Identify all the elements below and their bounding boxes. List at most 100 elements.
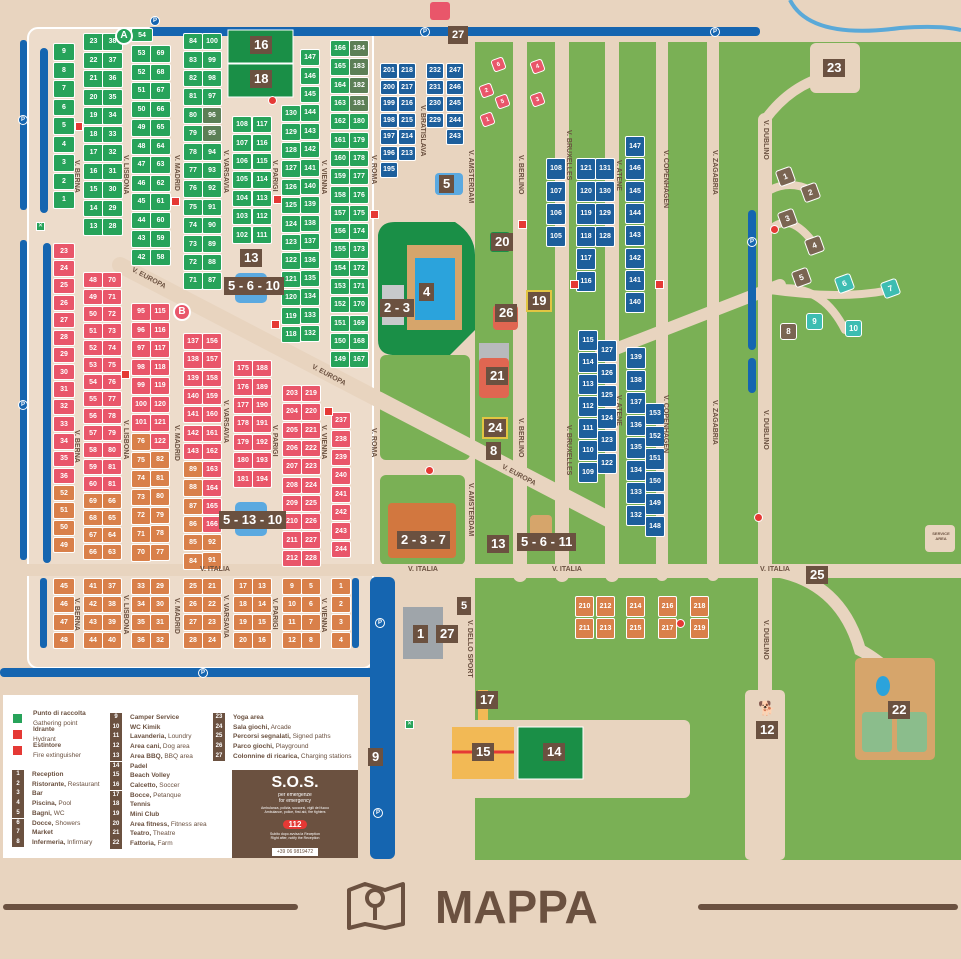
pitch-97[interactable]: 97 bbox=[131, 340, 151, 358]
pitch-163[interactable]: 163 bbox=[330, 94, 350, 113]
pitch-136[interactable]: 136 bbox=[626, 414, 646, 436]
pitch-172[interactable]: 172 bbox=[349, 259, 369, 277]
pitch-35[interactable]: 35 bbox=[131, 614, 151, 631]
pitch-53[interactable]: 53 bbox=[83, 357, 103, 373]
pitch-61[interactable]: 61 bbox=[150, 193, 171, 211]
pitch-7[interactable]: 7 bbox=[53, 80, 75, 98]
pitch-55[interactable]: 55 bbox=[83, 391, 103, 407]
pitch-179[interactable]: 179 bbox=[233, 433, 253, 451]
facility-theatre[interactable]: 21 bbox=[486, 367, 509, 385]
pitch-226[interactable]: 226 bbox=[301, 513, 321, 531]
pitch-133[interactable]: 133 bbox=[626, 482, 646, 504]
pitch-22[interactable]: 22 bbox=[202, 596, 222, 613]
pitch-9[interactable]: 9 bbox=[282, 578, 302, 595]
pitch-34[interactable]: 34 bbox=[53, 433, 75, 450]
pitch-218[interactable]: 218 bbox=[398, 63, 416, 79]
pitch-5[interactable]: 5 bbox=[301, 578, 321, 595]
pitch-85[interactable]: 85 bbox=[183, 534, 203, 552]
pitch-126[interactable]: 126 bbox=[597, 362, 617, 384]
facility-bbq[interactable]: 13 bbox=[240, 249, 263, 267]
pitch-124[interactable]: 124 bbox=[281, 215, 301, 233]
pitch-160[interactable]: 160 bbox=[202, 406, 222, 424]
pitch-147[interactable]: 147 bbox=[625, 136, 645, 158]
pitch-33[interactable]: 33 bbox=[102, 125, 123, 143]
pitch-221[interactable]: 221 bbox=[301, 421, 321, 439]
pitch-102[interactable]: 102 bbox=[232, 226, 252, 244]
pitch-116[interactable]: 116 bbox=[252, 134, 272, 152]
pitch-89[interactable]: 89 bbox=[183, 461, 203, 479]
pitch-75[interactable]: 75 bbox=[183, 198, 203, 216]
pitch-137[interactable]: 137 bbox=[626, 392, 646, 414]
pitch-17[interactable]: 17 bbox=[233, 578, 253, 595]
pitch-34[interactable]: 34 bbox=[102, 107, 123, 125]
facility-signed-paths[interactable]: 25 bbox=[806, 566, 829, 584]
pitch-176[interactable]: 176 bbox=[349, 186, 369, 204]
pitch-30[interactable]: 30 bbox=[102, 181, 123, 199]
pitch-144[interactable]: 144 bbox=[625, 202, 645, 225]
pitch-20[interactable]: 20 bbox=[233, 632, 253, 649]
pitch-113[interactable]: 113 bbox=[578, 374, 598, 395]
pitch-8[interactable]: 8 bbox=[53, 61, 75, 79]
pitch-2[interactable]: 2 bbox=[331, 596, 351, 613]
pitch-90[interactable]: 90 bbox=[202, 217, 222, 235]
pitch-47[interactable]: 47 bbox=[131, 156, 152, 174]
pitch-82[interactable]: 82 bbox=[150, 451, 170, 469]
pitch-2[interactable]: 2 bbox=[53, 172, 75, 190]
pitch-125[interactable]: 125 bbox=[597, 385, 617, 407]
facility-soccer[interactable]: 16 bbox=[250, 36, 273, 54]
pitch-198[interactable]: 198 bbox=[380, 112, 398, 128]
pitch-51[interactable]: 51 bbox=[131, 82, 152, 100]
pitch-88[interactable]: 88 bbox=[183, 479, 203, 497]
pitch-137[interactable]: 137 bbox=[300, 233, 320, 251]
bungalow[interactable]: 9 bbox=[806, 313, 823, 330]
pitch-1[interactable]: 1 bbox=[331, 578, 351, 595]
pitch-48[interactable]: 48 bbox=[131, 137, 152, 155]
pitch-52[interactable]: 52 bbox=[131, 63, 152, 81]
pitch-32[interactable]: 32 bbox=[102, 144, 123, 162]
pitch-143[interactable]: 143 bbox=[300, 122, 320, 140]
pitch-140[interactable]: 140 bbox=[300, 177, 320, 196]
pitch-64[interactable]: 64 bbox=[102, 527, 122, 543]
facility-wc[interactable]: 5 bbox=[439, 175, 455, 193]
pitch-130[interactable]: 130 bbox=[281, 105, 301, 123]
pitch-99[interactable]: 99 bbox=[131, 377, 151, 395]
pitch-81[interactable]: 81 bbox=[183, 88, 203, 106]
pitch-72[interactable]: 72 bbox=[102, 306, 122, 322]
pitch-230[interactable]: 230 bbox=[426, 96, 444, 112]
pitch-213[interactable]: 213 bbox=[596, 618, 615, 639]
pitch-129[interactable]: 129 bbox=[281, 123, 301, 141]
pitch-215[interactable]: 215 bbox=[398, 112, 416, 128]
pitch-81[interactable]: 81 bbox=[150, 469, 170, 487]
pitch-151[interactable]: 151 bbox=[645, 448, 665, 470]
pitch-113[interactable]: 113 bbox=[252, 189, 272, 207]
pitch-117[interactable]: 117 bbox=[576, 248, 596, 270]
pitch-118[interactable]: 118 bbox=[281, 325, 301, 344]
facility-camper-service[interactable]: 9 bbox=[368, 748, 384, 766]
pitch-80[interactable]: 80 bbox=[150, 488, 170, 506]
pitch-127[interactable]: 127 bbox=[597, 340, 617, 362]
pitch-27[interactable]: 27 bbox=[183, 614, 203, 631]
pitch-182[interactable]: 182 bbox=[349, 76, 369, 94]
pitch-91[interactable]: 91 bbox=[202, 552, 222, 570]
pitch-243[interactable]: 243 bbox=[331, 522, 351, 540]
pitch-240[interactable]: 240 bbox=[331, 467, 351, 485]
pitch-238[interactable]: 238 bbox=[331, 430, 351, 448]
pitch-176[interactable]: 176 bbox=[233, 378, 253, 396]
pitch-149[interactable]: 149 bbox=[645, 493, 665, 515]
pitch-166[interactable]: 166 bbox=[330, 40, 350, 58]
bungalow[interactable]: 8 bbox=[780, 323, 797, 340]
pitch-6[interactable]: 6 bbox=[301, 596, 321, 613]
bungalow[interactable]: 10 bbox=[845, 320, 862, 337]
facility-playground[interactable]: 26 bbox=[495, 304, 518, 322]
pitch-37[interactable]: 37 bbox=[102, 578, 122, 595]
pitch-63[interactable]: 63 bbox=[102, 544, 122, 560]
pitch-109[interactable]: 109 bbox=[578, 462, 598, 483]
pitch-51[interactable]: 51 bbox=[53, 502, 75, 519]
pitch-228[interactable]: 228 bbox=[301, 549, 321, 567]
pitch-7[interactable]: 7 bbox=[301, 614, 321, 631]
pitch-213[interactable]: 213 bbox=[398, 145, 416, 161]
pitch-203[interactable]: 203 bbox=[282, 385, 302, 403]
pitch-156[interactable]: 156 bbox=[330, 223, 350, 241]
pitch-67[interactable]: 67 bbox=[83, 527, 103, 543]
pitch-59[interactable]: 59 bbox=[150, 230, 171, 248]
